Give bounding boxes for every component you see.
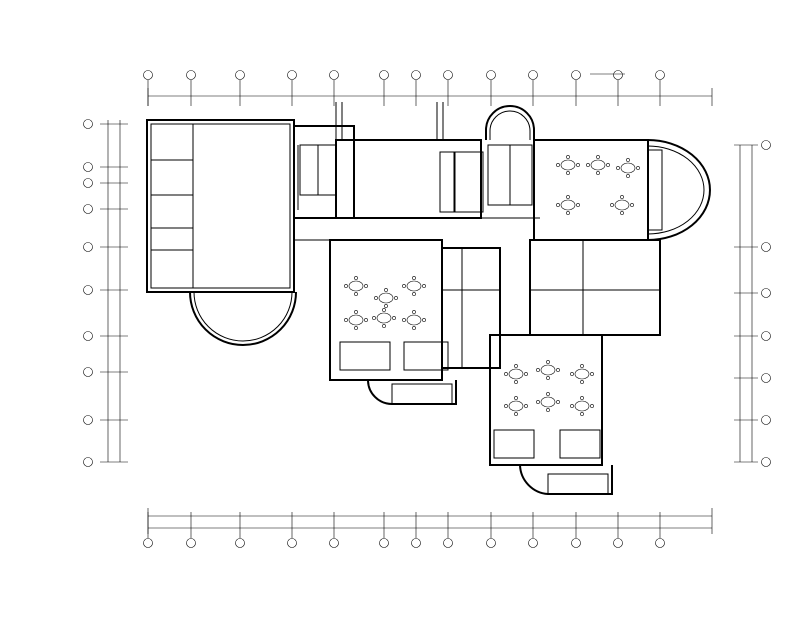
dining-table [504,364,528,384]
left-axis-bubble [83,242,93,252]
right-axis-bubble [761,331,771,341]
left-axis-bubble [83,457,93,467]
bottom-axis-bubble [443,538,453,548]
stair-left [299,144,337,196]
bottom-axis-bubble [143,538,153,548]
dining-table [556,155,580,175]
left-axis-bubble [83,204,93,214]
bottom-axis-bubble [486,538,496,548]
top-axis-bubble [235,70,245,80]
top-axis-bubble [443,70,453,80]
bottom-axis-bubble [528,538,538,548]
top-axis-bubble [287,70,297,80]
top-axis-bubble [143,70,153,80]
top-axis-bubble [486,70,496,80]
dining-table [504,396,528,416]
right-axis-bubble [761,140,771,150]
bottom-axis-bubble [411,538,421,548]
top-axis-bubble [528,70,538,80]
stair-right [485,105,535,206]
top-dimension-chain [147,80,713,106]
dining-table [570,396,594,416]
dining-table [570,364,594,384]
top-axis-bubble [379,70,389,80]
right-dimension-chain [734,144,758,463]
top-axis-bubble [613,70,623,80]
dining-table [556,195,580,215]
right-axis-bubble [761,288,771,298]
bottom-axis-bubble [329,538,339,548]
dining-table [344,276,368,296]
bottom-axis-bubble [571,538,581,548]
dining-table [616,158,640,178]
bottom-axis-bubble [287,538,297,548]
left-axis-bubble [83,119,93,129]
left-axis-bubble [83,285,93,295]
bottom-axis-bubble [186,538,196,548]
building-walls [146,102,711,495]
left-axis-bubble [83,367,93,377]
dining-table [536,360,560,380]
left-dimension-chain [100,120,128,463]
dining-table [402,276,426,296]
dining-table [536,392,560,412]
bottom-axis-bubble [655,538,665,548]
right-axis-bubble [761,373,771,383]
top-axis-bubble [571,70,581,80]
dining-tables [344,155,640,416]
left-axis-bubble [83,331,93,341]
bottom-dimension-chain [147,508,713,538]
right-axis-bubble [761,415,771,425]
dining-table [374,288,398,308]
bottom-axis-bubble [379,538,389,548]
dining-table [344,310,368,330]
axis-bubbles [83,70,771,548]
dining-table [610,195,634,215]
left-axis-bubble [83,415,93,425]
bottom-axis-bubble [235,538,245,548]
top-axis-bubble [329,70,339,80]
dining-table [372,308,396,328]
top-axis-bubble [655,70,665,80]
dining-table [402,310,426,330]
top-axis-bubble [186,70,196,80]
left-axis-bubble [83,162,93,172]
right-axis-bubble [761,242,771,252]
top-axis-bubble [411,70,421,80]
left-axis-bubble [83,178,93,188]
right-axis-bubble [761,457,771,467]
dining-table [586,155,610,175]
bottom-axis-bubble [613,538,623,548]
